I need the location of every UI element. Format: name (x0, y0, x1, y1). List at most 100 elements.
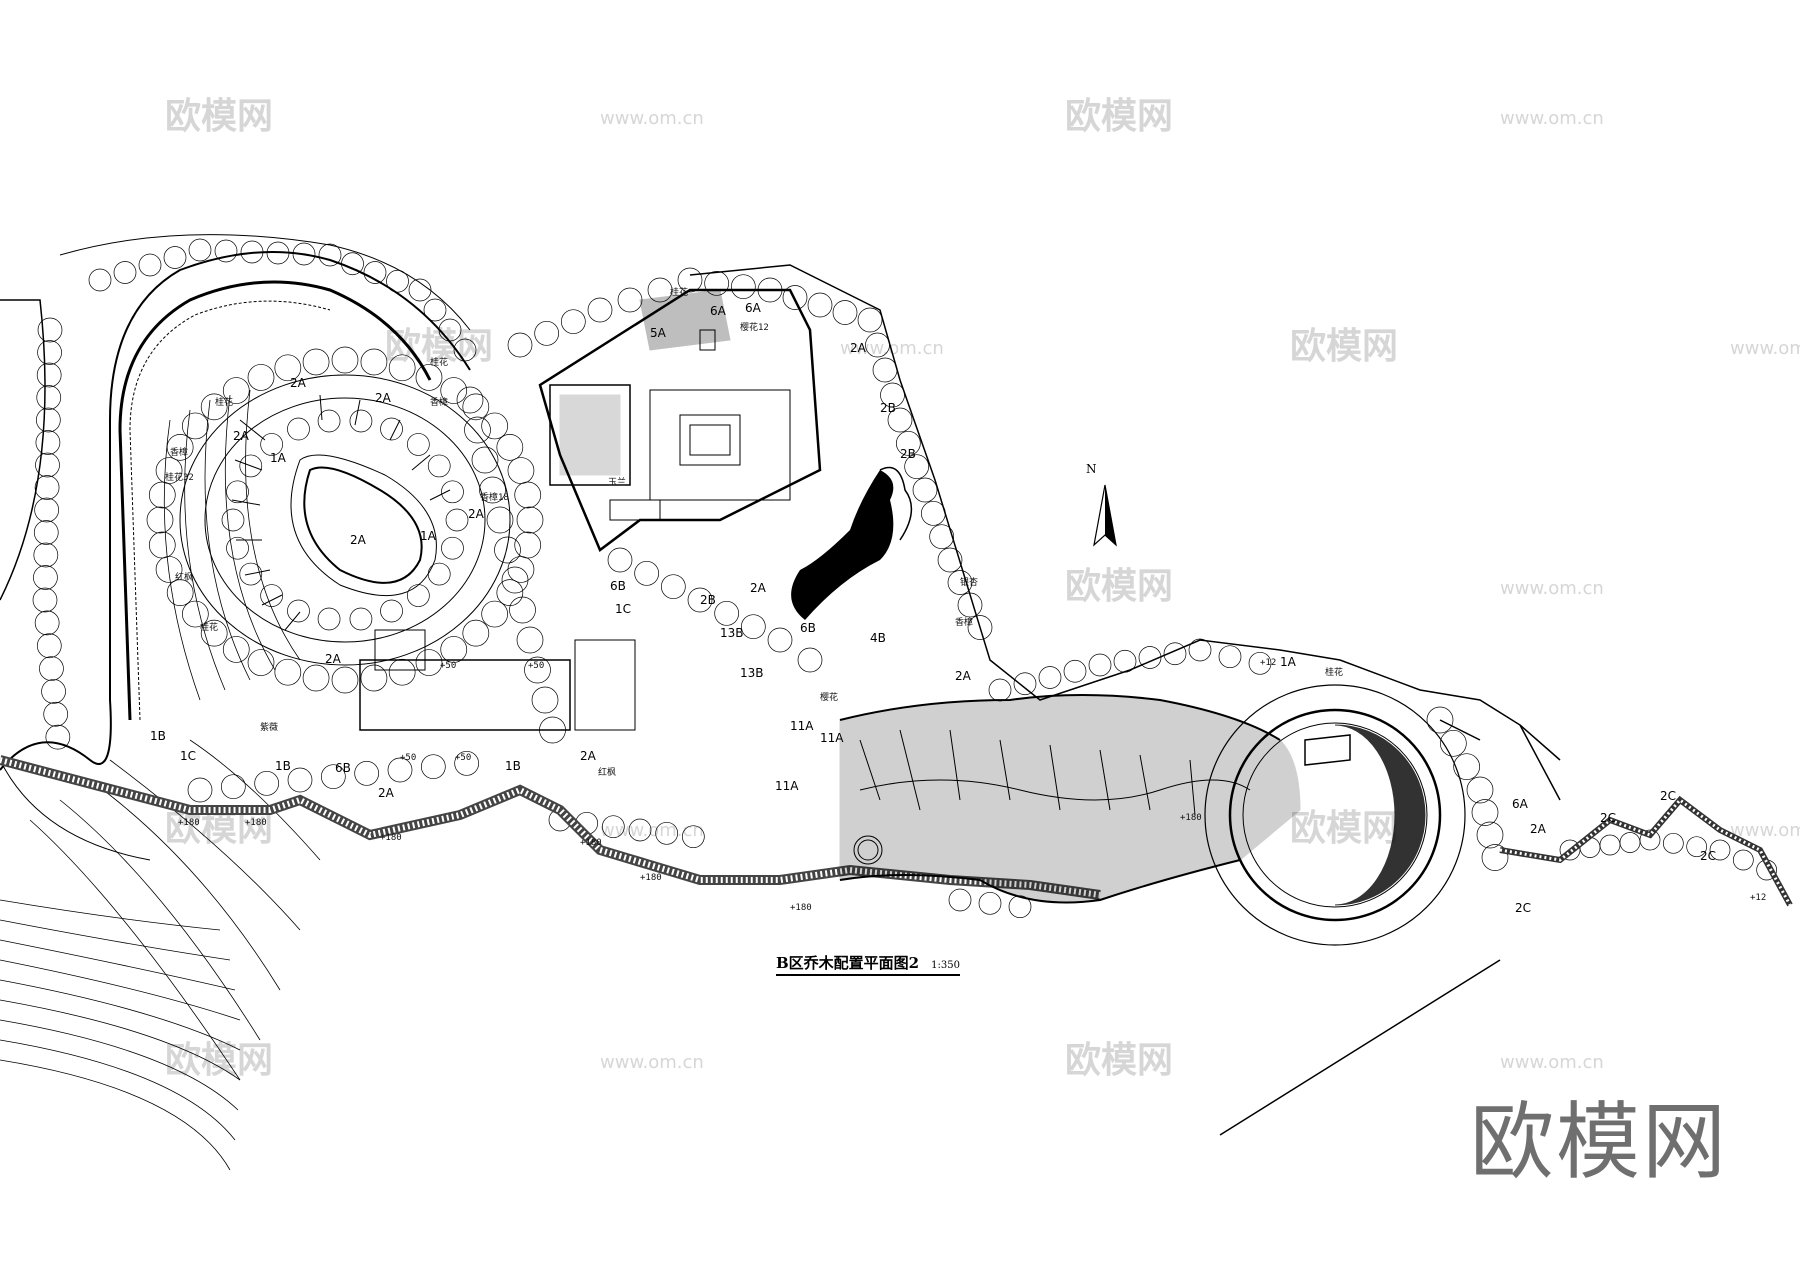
elevation-mark: +50 (455, 753, 471, 763)
tree-canopy (146, 506, 174, 534)
tree-canopy (687, 587, 713, 613)
tree-canopy (445, 508, 469, 532)
tree-code: 6B (610, 579, 626, 593)
elevation-mark: +12 (1750, 893, 1766, 903)
watermark-brand: 欧模网 (165, 1040, 273, 1081)
tree-canopy (318, 243, 342, 267)
tree-canopy (453, 338, 477, 362)
tree-canopy (904, 454, 930, 480)
tree-canopy (479, 476, 506, 504)
tree-canopy (1481, 844, 1509, 871)
tree-canopy (354, 760, 380, 786)
tree-canopy (937, 547, 963, 573)
tree-canopy (181, 600, 209, 628)
tree-canopy (388, 354, 416, 382)
tree-canopy (220, 774, 246, 800)
tree-canopy (1188, 638, 1212, 662)
east-tail-strip (1499, 795, 1793, 907)
tree-canopy (274, 658, 302, 686)
tree-canopy (782, 285, 808, 310)
tree-canopy (647, 277, 673, 303)
tree-canopy (166, 434, 194, 461)
tree-canopy (441, 536, 464, 560)
tree-canopy (320, 764, 346, 790)
watermark-url: www.om.cn (1730, 338, 1800, 359)
tree-canopy (360, 664, 388, 692)
tree-canopy (655, 821, 679, 845)
watermark-url: www.om.cn (600, 1052, 704, 1073)
tree-canopy (531, 686, 559, 714)
tree-canopy (423, 298, 447, 322)
tree-code: 13B (740, 666, 764, 680)
tree-canopy (331, 346, 359, 374)
plant-label: 桂花 (670, 286, 688, 298)
tree-canopy (988, 678, 1012, 702)
tree-canopy (317, 409, 341, 433)
plant-label: 桂花 (200, 621, 218, 633)
tree-code: 1A (1280, 655, 1297, 669)
tree-canopy (496, 579, 524, 606)
plant-label: 桂花32 (165, 471, 194, 483)
tree-canopy (200, 619, 228, 647)
tree-canopy (947, 570, 973, 595)
tree-canopy (1662, 832, 1684, 854)
tree-canopy (138, 253, 162, 277)
tree-code: 2A (850, 341, 867, 355)
elevation-mark: +180 (640, 873, 662, 883)
tree-canopy (274, 354, 302, 382)
paved-terrace (359, 629, 636, 731)
tree-canopy (514, 481, 542, 509)
tree-code: 2A (233, 429, 250, 443)
elevation-mark: +50 (440, 661, 456, 671)
tree-canopy (427, 562, 451, 586)
tree-canopy (221, 508, 245, 532)
tree-canopy (509, 596, 536, 624)
tree-canopy (415, 364, 443, 391)
tree-canopy (797, 647, 823, 673)
tree-canopy (36, 633, 62, 659)
tree-canopy (978, 891, 1002, 915)
tree-canopy (37, 340, 62, 365)
tree-canopy (507, 332, 533, 358)
north-label: N (1086, 462, 1097, 476)
tree-canopy (88, 268, 112, 292)
tree-canopy (181, 412, 209, 440)
tree-canopy (872, 357, 898, 383)
watermark-url: www.om.cn (600, 820, 704, 841)
tree-canopy (740, 614, 766, 640)
tree-code: 2A (955, 669, 972, 683)
tree-code: 2C (1515, 901, 1531, 915)
tree-code: 11A (775, 779, 799, 793)
plant-label: 樱花 (820, 691, 838, 703)
tree-canopy (292, 242, 316, 266)
plant-label: 玉兰 (608, 476, 626, 488)
tree-canopy (188, 238, 212, 262)
tree-canopy (420, 754, 446, 780)
tree-canopy (148, 531, 176, 559)
tree-canopy (415, 649, 443, 676)
tree-canopy (1453, 753, 1481, 781)
tree-code: 2A (580, 749, 597, 763)
tree-code: 1C (180, 749, 196, 763)
tree-canopy (166, 579, 194, 606)
elevation-mark: +180 (580, 838, 602, 848)
tree-canopy (1476, 821, 1504, 849)
elevation-mark: +180 (178, 818, 200, 828)
tree-canopy (43, 701, 69, 727)
tree-canopy (895, 430, 921, 456)
tree-canopy (857, 307, 883, 333)
plant-label: 桂花 (215, 396, 233, 408)
tree-canopy (587, 297, 613, 323)
tree-canopy (222, 377, 250, 404)
tree-canopy (287, 599, 310, 623)
tree-code: 2A (375, 391, 392, 405)
tree-canopy (41, 679, 66, 704)
watermark-brand: 欧模网 (165, 96, 273, 137)
plant-label: 香樟 (430, 396, 448, 408)
watermark-url: www.om.cn (1730, 820, 1800, 841)
tree-canopy (456, 386, 484, 414)
tree-canopy (155, 457, 183, 484)
tree-canopy (254, 770, 280, 796)
tree-canopy (601, 815, 625, 839)
tree-canopy (1038, 666, 1062, 689)
